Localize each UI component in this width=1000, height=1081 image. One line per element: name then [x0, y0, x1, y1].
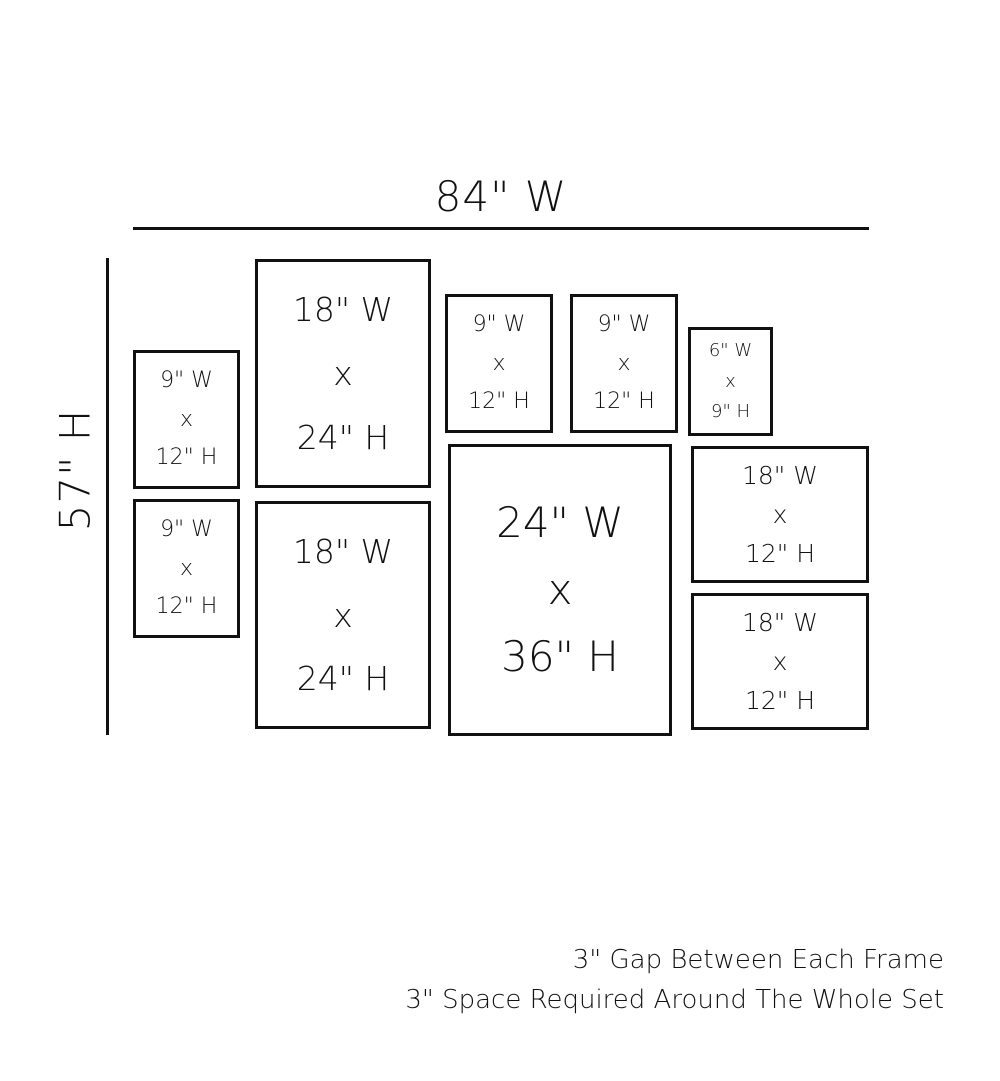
- frame-height: 12" H: [744, 686, 816, 715]
- total-height-label: 57" H: [50, 408, 100, 532]
- frame-height: 12" H: [468, 389, 530, 415]
- frame-24x36: 24" W x 36" H: [448, 444, 672, 736]
- space-note: 3" Space Required Around The Whole Set: [405, 985, 944, 1015]
- frame-x: x: [333, 595, 353, 635]
- frame-width: 18" W: [292, 531, 394, 571]
- total-width-label: 84" W: [434, 172, 568, 221]
- frame-9x12-d: 9" W x 12" H: [570, 294, 678, 433]
- gap-note: 3" Gap Between Each Frame: [572, 945, 944, 975]
- frame-height: 24" H: [296, 418, 390, 457]
- frame-height: 36" H: [501, 632, 619, 681]
- frame-x: x: [547, 565, 573, 614]
- frame-width: 9" W: [160, 367, 213, 393]
- frame-height: 24" H: [296, 659, 390, 699]
- frame-18x24-a: 18" W x 24" H: [255, 259, 431, 488]
- height-dimension-line: [106, 258, 109, 735]
- frame-9x12-b: 9" W x 12" H: [133, 499, 240, 638]
- frame-width: 9" W: [597, 311, 651, 337]
- frame-x: x: [617, 350, 631, 376]
- frame-height: 12" H: [744, 539, 816, 568]
- frame-x: x: [772, 500, 788, 529]
- frame-width: 9" W: [472, 311, 526, 337]
- frame-x: x: [333, 354, 353, 393]
- frame-9x12-c: 9" W x 12" H: [445, 294, 553, 433]
- frame-18x24-b: 18" W x 24" H: [255, 501, 431, 729]
- frame-x: x: [179, 555, 194, 581]
- frame-x: x: [492, 350, 506, 376]
- frame-x: x: [725, 370, 736, 392]
- frame-x: x: [772, 647, 788, 676]
- frame-width: 18" W: [742, 608, 818, 637]
- frame-9x12-a: 9" W x 12" H: [133, 350, 240, 489]
- frame-width: 24" W: [496, 498, 624, 547]
- width-dimension-line: [133, 227, 869, 230]
- frame-width: 6" W: [708, 340, 753, 362]
- frame-width: 9" W: [160, 516, 213, 542]
- frame-18x12-b: 18" W x 12" H: [691, 593, 869, 730]
- frame-height: 12" H: [593, 389, 655, 415]
- frame-height: 12" H: [155, 445, 218, 471]
- frame-width: 18" W: [292, 290, 394, 329]
- frame-height: 9" H: [711, 400, 750, 422]
- frame-x: x: [179, 406, 194, 432]
- frame-18x12-a: 18" W x 12" H: [691, 446, 869, 583]
- frame-width: 18" W: [742, 461, 818, 490]
- frame-6x9: 6" W x 9" H: [688, 327, 773, 436]
- frame-height: 12" H: [155, 594, 218, 620]
